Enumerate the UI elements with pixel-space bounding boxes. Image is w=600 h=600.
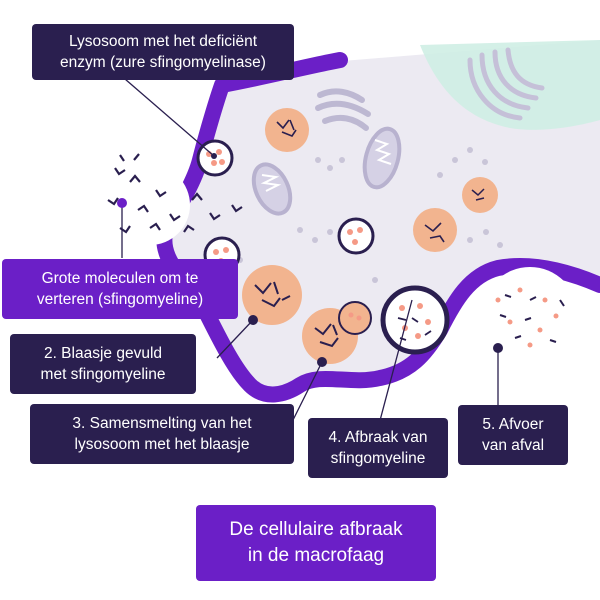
label-lysosome: Lysosoom met het deficiënt enzym (zure s… — [32, 24, 294, 80]
label-large-molecules: Grote moleculen om te verteren (sfingomy… — [2, 259, 238, 319]
connector-dots — [117, 153, 503, 367]
fusion-vesicle — [302, 301, 372, 364]
label-step-4-text: 4. Afbraak van sfingomyeline — [328, 429, 428, 467]
diagram-title: De cellulaire afbraak in de macrofaag — [196, 505, 436, 581]
diagram-title-text: De cellulaire afbraak in de macrofaag — [229, 519, 403, 566]
label-step-4: 4. Afbraak van sfingomyeline — [308, 418, 448, 478]
connector-lines — [121, 78, 499, 429]
golgi-apparatus — [315, 88, 371, 131]
label-step-3: 3. Samensmelting van het lysosoom met he… — [30, 404, 294, 464]
mitochondria — [251, 126, 402, 216]
outside-molecules — [107, 153, 243, 245]
label-step-5-text: 5. Afvoer van afval — [481, 416, 545, 454]
label-large-molecules-text: Grote moleculen om te verteren (sfingomy… — [36, 270, 204, 308]
ribosomes — [237, 147, 503, 283]
degradation-lysosome — [380, 285, 450, 355]
label-lysosome-text: Lysosoom met het deficiënt enzym (zure s… — [60, 33, 266, 71]
label-step-3-text: 3. Samensmelting van het lysosoom met he… — [72, 415, 252, 453]
label-step-5: 5. Afvoer van afval — [458, 405, 568, 465]
label-step-2-text: 2. Blaasje gevuld met sfingomyeline — [40, 345, 166, 383]
label-step-2: 2. Blaasje gevuld met sfingomyeline — [10, 334, 196, 394]
waste-area — [482, 267, 578, 363]
filled-vesicle — [242, 265, 302, 325]
endoplasmic-reticulum — [467, 47, 545, 121]
